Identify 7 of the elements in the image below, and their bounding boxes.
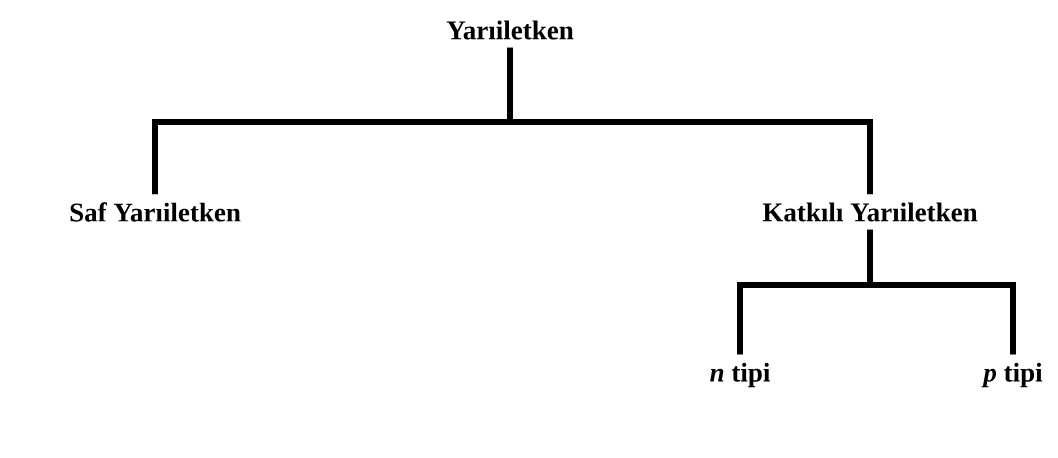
- connector-line: [867, 229, 1016, 355]
- category-label: n tipi: [710, 362, 770, 388]
- category-label: p tipi: [981, 362, 1043, 388]
- category-label: Yarıiletken: [446, 20, 574, 40]
- connector-line: [507, 47, 873, 195]
- category-label: Saf Yarıiletken: [70, 202, 241, 222]
- category-label: Katkılı Yarıiletken: [762, 202, 978, 222]
